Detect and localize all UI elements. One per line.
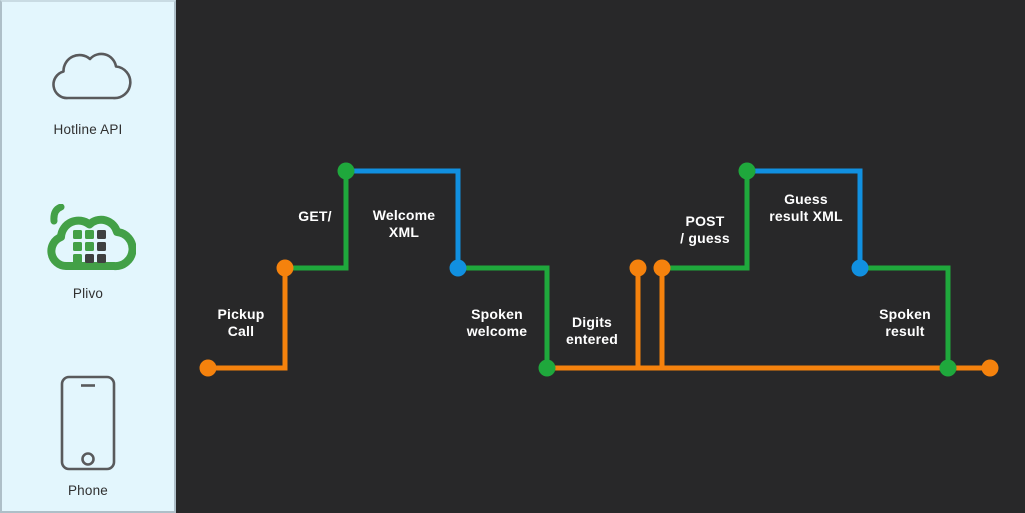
- node-post-at-api: [738, 162, 756, 180]
- label-spoken-result: Spoken result: [879, 306, 931, 339]
- label-get: GET/: [298, 208, 332, 224]
- node-call-end: [981, 359, 999, 377]
- plivo-tail: [50, 204, 65, 225]
- node-result-at-plivo: [851, 259, 869, 277]
- sidebar-item-label: Hotline API: [53, 122, 123, 137]
- label-pickup-call: Pickup Call: [217, 306, 265, 339]
- label-welcome-xml: Welcome XML: [372, 207, 436, 240]
- label-post-guess: POST / guess: [680, 213, 730, 246]
- node-digit-1-at-plivo: [629, 259, 647, 277]
- plivo-keypad: [73, 230, 106, 263]
- trace-guess-result-xml: [747, 168, 863, 268]
- trace-spoken-result: [860, 265, 951, 368]
- sidebar-item-phone: Phone: [2, 375, 174, 498]
- trace-welcome-xml: [346, 168, 461, 268]
- plivo-cloud-icon: [47, 204, 136, 271]
- node-pickup-at-plivo: [276, 259, 294, 277]
- sidebar-item-hotline-api: Hotline API: [2, 43, 174, 137]
- node-digit-2-at-plivo: [653, 259, 671, 277]
- label-guess-result-xml: Guess result XML: [769, 191, 843, 224]
- node-get-at-api: [337, 162, 355, 180]
- node-spoken-welcome-at-phone: [538, 359, 556, 377]
- node-welcome-at-plivo: [449, 259, 467, 277]
- label-digits-entered: Digits entered: [566, 314, 618, 347]
- trace-get: [285, 171, 349, 271]
- sidebar: Hotline API Plivo: [0, 0, 176, 513]
- trace-post-guess: [662, 171, 750, 271]
- node-call-start: [199, 359, 217, 377]
- phone-icon: [60, 375, 116, 471]
- label-spoken-welcome: Spoken welcome: [466, 306, 528, 339]
- cloud-icon: [52, 52, 132, 100]
- sidebar-item-label: Plivo: [72, 286, 104, 301]
- phone-home-button: [81, 452, 95, 466]
- node-spoken-result-at-phone: [939, 359, 957, 377]
- sidebar-item-label: Phone: [67, 483, 109, 498]
- trace-pickup-call: [208, 268, 288, 371]
- sidebar-item-plivo: Plivo: [2, 204, 174, 301]
- trace-spoken-welcome: [458, 265, 550, 368]
